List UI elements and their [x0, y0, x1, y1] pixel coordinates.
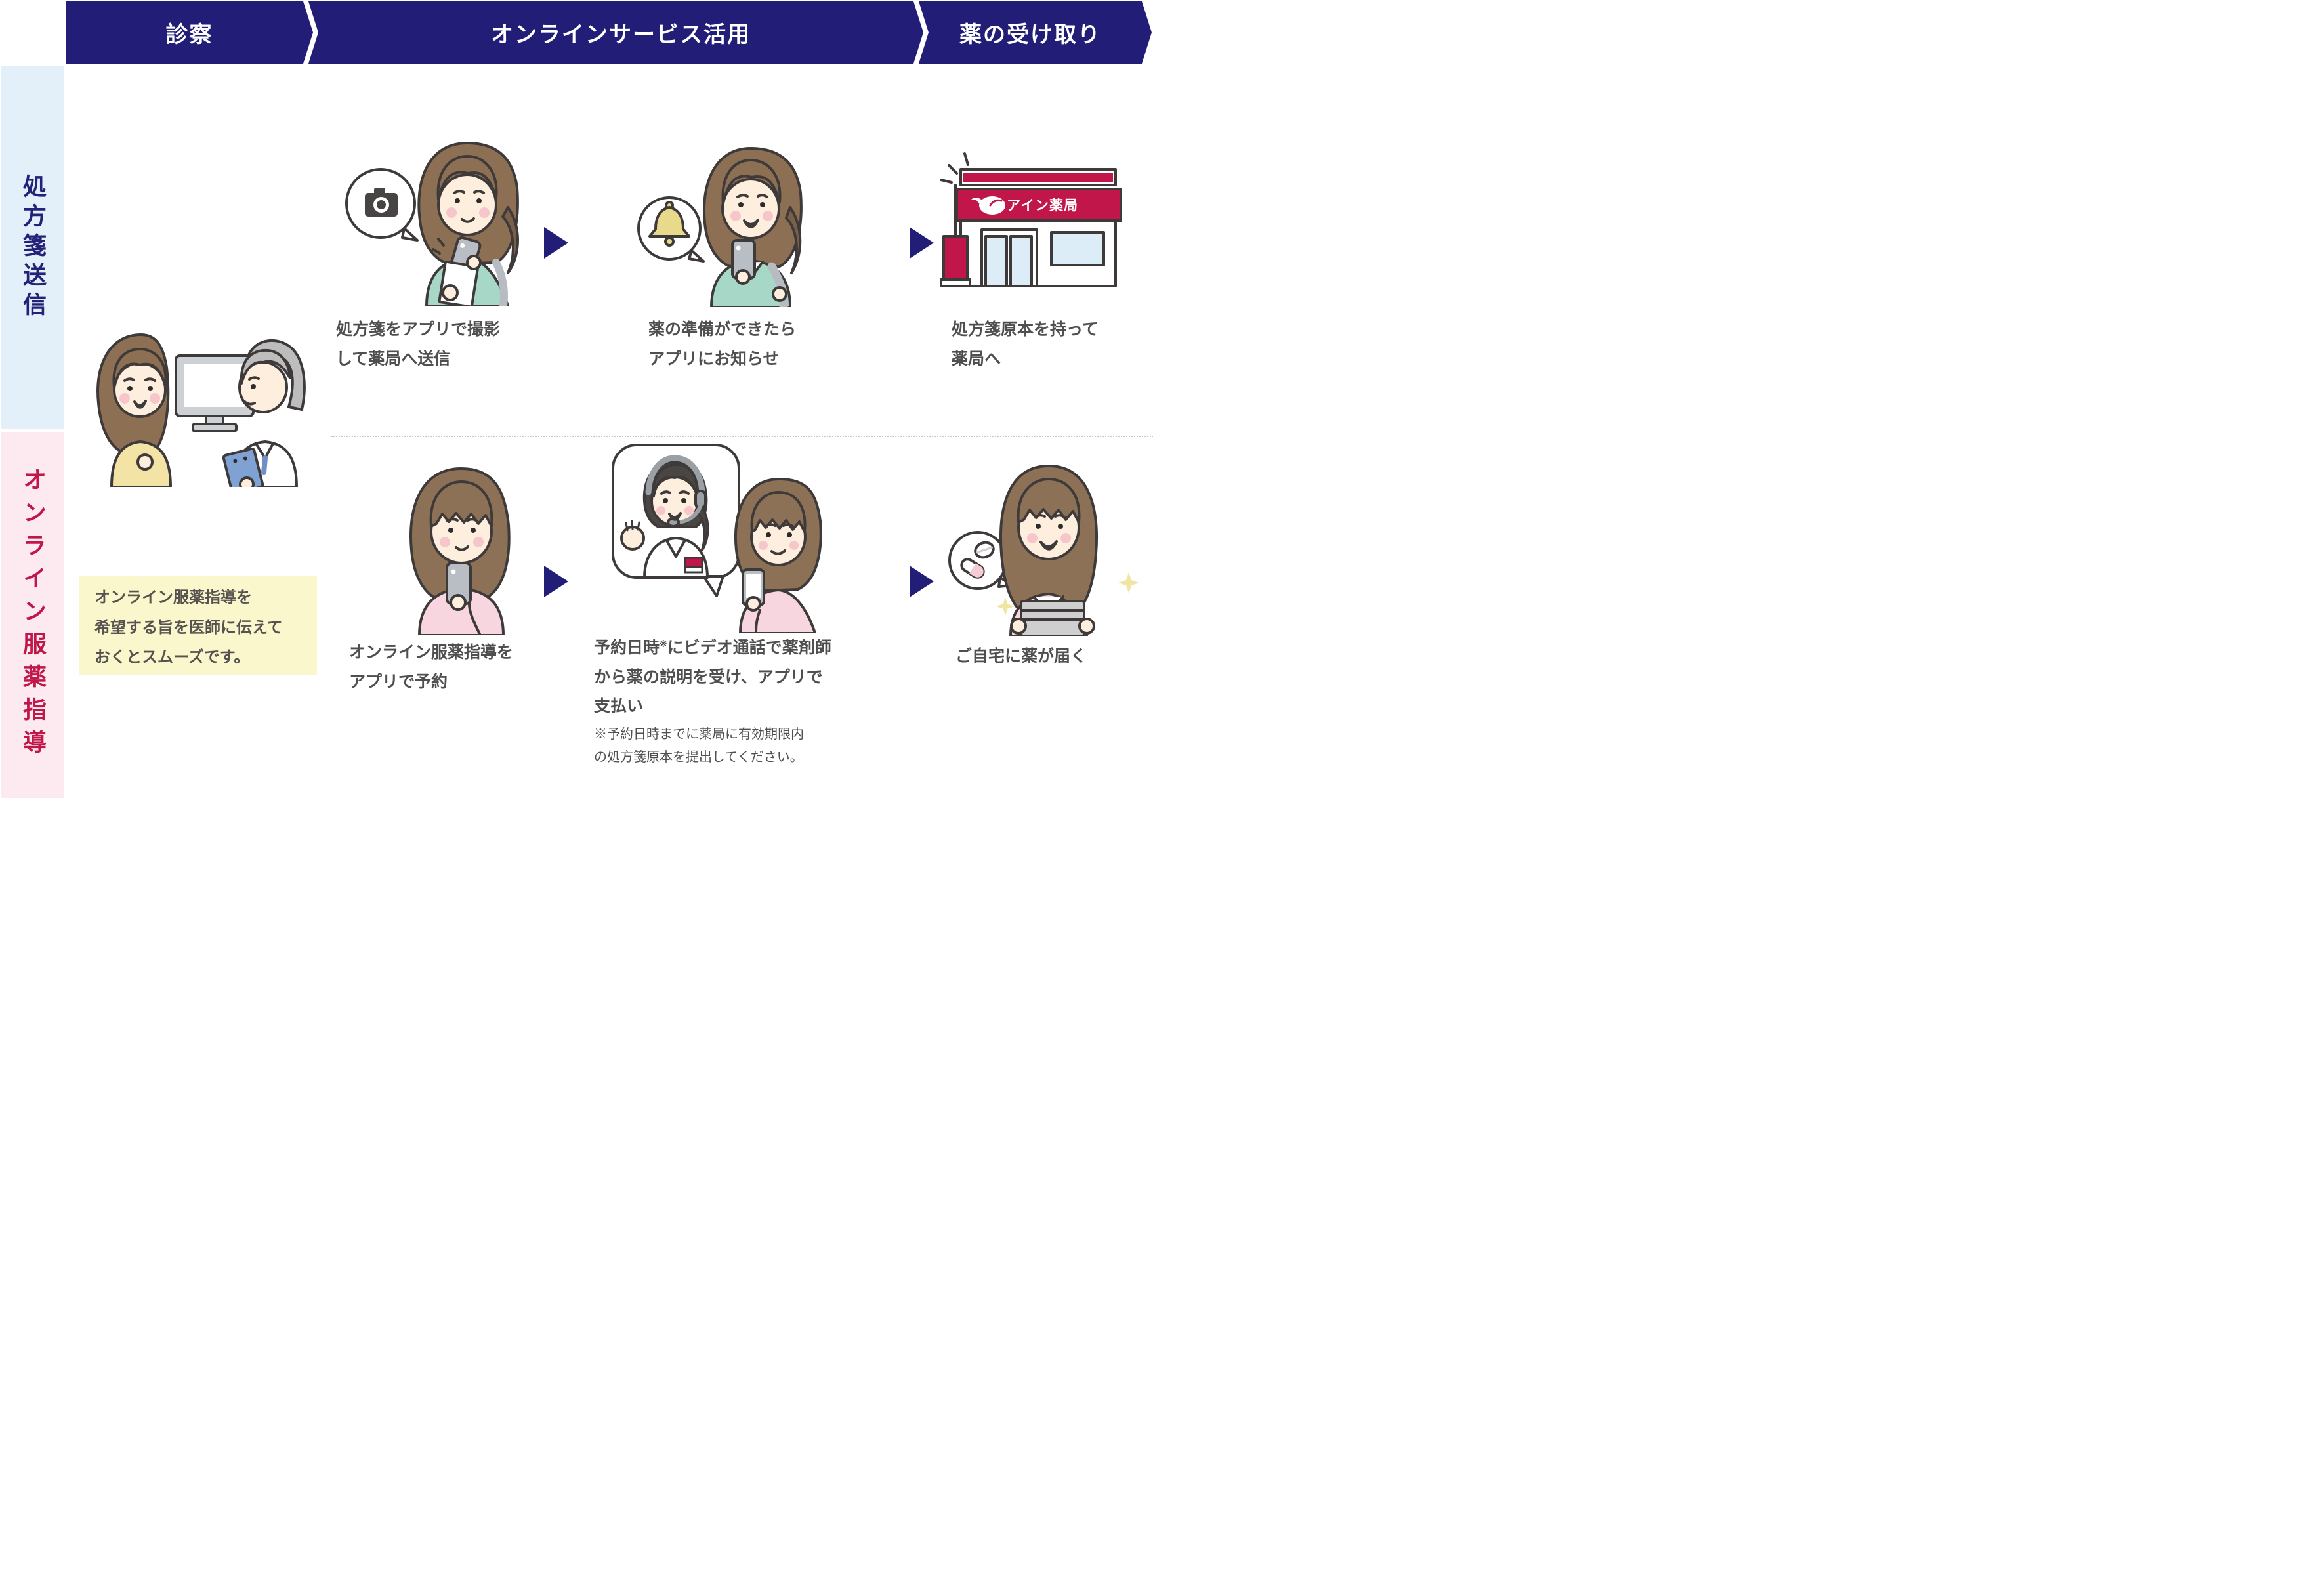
caption-step2: 薬の準備ができたら アプリにお知らせ [648, 315, 796, 373]
caption-text: 予約日時 [594, 639, 660, 657]
caption-text: にビデオ通話で薬剤師 [667, 639, 831, 657]
sparkle-icon [1118, 572, 1139, 593]
arrow-right-icon [910, 227, 934, 259]
header-segment-shape-2 [308, 1, 923, 64]
caption-line: 予約日時※にビデオ通話で薬剤師 [594, 633, 850, 663]
bell-speech-bubble [637, 196, 705, 262]
headset-icon [645, 455, 707, 528]
standing-sign [940, 235, 971, 287]
caption-step1: 処方箋をアプリで撮影 して薬局へ送信 [336, 315, 500, 373]
row-label-prescription-sending: 処方箋送信 [1, 66, 64, 429]
caption-line: 薬の準備ができたら [648, 320, 797, 339]
advice-note-line: おくとスムーズです。 [94, 648, 250, 667]
row-label-text: オンライン服薬指導 [20, 467, 47, 763]
footnote-step5: ※予約日時までに薬局に有効期限内 の処方箋原本を提出してください。 [594, 723, 804, 769]
caption-line: オンライン服薬指導を [349, 643, 514, 662]
pharmacist-figure [620, 455, 709, 579]
header-step-consultation: 診察 [66, 1, 313, 64]
woman-notified-figure [703, 147, 803, 307]
header-step-receive-medicine: 薬の受け取り [919, 1, 1142, 64]
advice-note-line: 希望する旨を医師に伝えて [94, 618, 283, 637]
footnote-line: の処方箋原本を提出してください。 [594, 750, 803, 765]
header-step-online-service: オンラインサービス活用 [318, 1, 923, 64]
caption-line: 支払い [594, 697, 644, 715]
woman-on-call-figure [734, 478, 822, 633]
consultation-illustration [77, 323, 318, 487]
caption-step3: 処方箋原本を持って 薬局へ [952, 315, 1099, 373]
arrow-right-icon [544, 566, 568, 597]
arrow-right-icon [544, 227, 568, 259]
woman-receiving-figure [999, 465, 1098, 636]
store-doors [980, 228, 1038, 287]
caption-line: ご自宅に薬が届く [956, 647, 1087, 665]
computer-monitor-icon [175, 354, 255, 432]
header-chevron-bar [66, 1, 1152, 64]
footnote-line: ※予約日時までに薬局に有効期限内 [594, 727, 804, 742]
woman-photographing-figure [417, 142, 519, 306]
patient-figure [96, 333, 172, 487]
caption-step5: 予約日時※にビデオ通話で薬剤師 から薬の説明を受け、アプリで 支払い [594, 633, 850, 721]
caption-line: アプリで予約 [349, 672, 448, 691]
caption-step4: オンライン服薬指導を アプリで予約 [349, 638, 513, 696]
header-segment-shape-1 [66, 1, 313, 64]
app-booking-illustration [351, 452, 572, 635]
advice-note-line: オンライン服薬指導を [94, 589, 252, 606]
caption-line: して薬局へ送信 [336, 349, 451, 368]
header-step-label: 診察 [165, 22, 213, 47]
caption-line: アプリにお知らせ [648, 349, 780, 368]
store-window [1050, 231, 1105, 266]
header-step-label: 薬の受け取り [959, 22, 1101, 47]
emphasis-lines-icon [940, 152, 969, 184]
pills-icon [960, 541, 995, 579]
pharmacy-flow-infographic: 診察 オンラインサービス活用 薬の受け取り 処方箋送信 オンライン服薬指導 [0, 0, 1155, 798]
row-label-text: 処方箋送信 [20, 173, 47, 322]
pharmacy-sign-text: アイン薬局 [1007, 198, 1078, 213]
bell-icon [648, 201, 690, 247]
header-segment-shape-3 [919, 1, 1152, 64]
header-step-label: オンラインサービス活用 [491, 22, 751, 47]
caption-line: 処方箋原本を持って [952, 320, 1099, 339]
bird-logo-icon [971, 196, 1005, 215]
package-box-icon [1020, 600, 1085, 636]
row-label-online-medication-guidance: オンライン服薬指導 [1, 432, 64, 798]
sparkle-icon [996, 597, 1015, 616]
caption-step6: ご自宅に薬が届く [956, 642, 1087, 671]
arrow-right-icon [910, 566, 934, 597]
video-call-illustration [604, 438, 844, 633]
pharmacy-storefront-illustration: アイン薬局 [938, 143, 1126, 302]
caption-line: 処方箋をアプリで撮影 [336, 320, 501, 339]
camera-icon [365, 188, 398, 217]
photo-prescription-illustration [339, 123, 572, 306]
camera-speech-bubble [345, 168, 419, 242]
woman-booking-figure [410, 467, 511, 635]
home-delivery-illustration [948, 454, 1148, 636]
notification-illustration [634, 129, 828, 307]
caption-line: から薬の説明を受け、アプリで [594, 667, 823, 686]
doctor-figure [222, 339, 306, 487]
caption-line: 薬局へ [952, 349, 1001, 368]
footnote-marker: ※ [660, 638, 667, 649]
row-divider [331, 436, 1153, 437]
advice-note-box: オンライン服薬指導を 希望する旨を医師に伝えて おくとスムーズです。 [79, 576, 317, 675]
